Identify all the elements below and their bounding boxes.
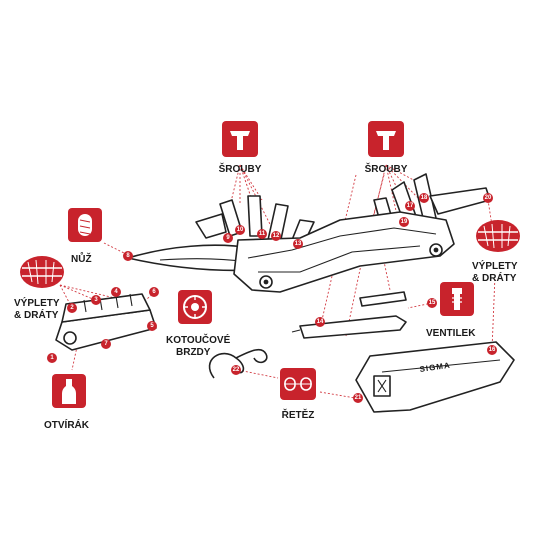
callout-6: 6 [152, 289, 156, 295]
chain-hook [208, 352, 245, 379]
label-vyplety-right-1: VÝPLETY [472, 259, 518, 272]
screwdriver-bit [299, 315, 407, 339]
label-vyplety-right-2: & DRÁTY [472, 271, 517, 284]
label-retez: ŘETĚZ [282, 408, 315, 421]
callout-21: 21 [355, 395, 362, 401]
callout-14: 14 [317, 319, 324, 325]
srouby-left-icon [222, 121, 258, 157]
callout-22: 22 [233, 367, 240, 373]
vyplety-left-icon [20, 256, 64, 288]
label-vyplety-left-2: & DRÁTY [14, 308, 59, 321]
label-vyplety-left-1: VÝPLETY [14, 296, 60, 309]
callout-5: 5 [150, 323, 154, 329]
label-kotoucove-2: BRZDY [176, 347, 211, 358]
chain-tool: SIGMA [355, 341, 515, 413]
spoke-wrench-tool [55, 293, 157, 351]
callout-17: 17 [407, 203, 414, 209]
callout-15: 15 [429, 300, 436, 306]
callout-10: 10 [237, 227, 244, 233]
srouby-right-icon [368, 121, 404, 157]
kotoucove-brake-icon [178, 290, 212, 324]
callout-7: 7 [104, 341, 108, 347]
callout-16: 16 [489, 347, 496, 353]
label-srouby-right: ŠROUBY [365, 162, 408, 175]
callout-18: 18 [421, 195, 428, 201]
callout-4: 4 [114, 289, 118, 295]
main-multitool [127, 173, 491, 339]
callout-1: 1 [50, 355, 54, 361]
retez-chain-icon [280, 368, 316, 400]
label-kotoucove-1: KOTOUČOVÉ [166, 333, 231, 346]
callout-13: 13 [295, 241, 302, 247]
callout-3: 3 [94, 297, 98, 303]
callout-11: 11 [259, 231, 266, 237]
vyplety-right-icon [476, 220, 520, 252]
callout-markers: 1 2 3 4 5 6 7 8 9 10 11 12 13 14 15 16 1… [47, 193, 497, 403]
callout-19: 19 [401, 219, 408, 225]
callout-20: 20 [485, 195, 492, 201]
label-nuz: NŮŽ [71, 251, 92, 265]
brand-text: SIGMA [419, 361, 451, 374]
label-srouby-left: ŠROUBY [219, 162, 262, 175]
callout-2: 2 [70, 305, 74, 311]
callout-8: 8 [126, 253, 130, 259]
ventilek-valve-icon [440, 282, 474, 316]
nuz-bread-icon [68, 208, 102, 242]
label-ventilek: VENTILEK [426, 328, 476, 339]
callout-12: 12 [273, 233, 280, 239]
label-otvirak: OTVÍRÁK [44, 418, 90, 431]
callout-9: 9 [226, 235, 230, 241]
otvirak-bottle-icon [52, 374, 86, 408]
